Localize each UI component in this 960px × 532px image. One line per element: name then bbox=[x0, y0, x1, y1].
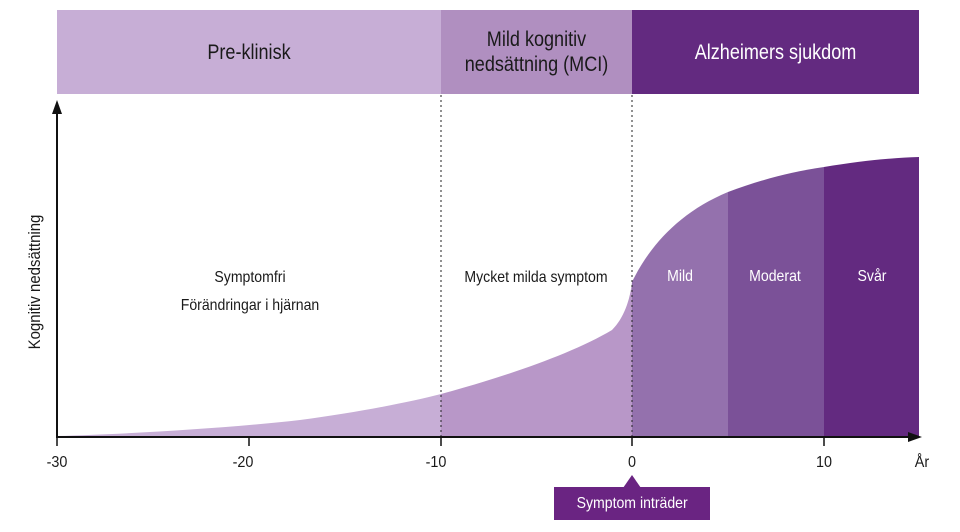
x-tick-label: -30 bbox=[46, 454, 68, 471]
x-tick-label: 10 bbox=[815, 454, 833, 471]
curve-fill-moderate bbox=[728, 167, 824, 436]
stage-label-severe: Svår bbox=[857, 268, 887, 285]
symptom-onset-marker: Symptom inträder bbox=[554, 487, 710, 520]
phase-bar-mci bbox=[441, 10, 632, 94]
marker-pointer-icon bbox=[623, 475, 641, 488]
phase-label-mci-line1: Mild kognitiv bbox=[486, 28, 587, 51]
curve-fill-severe bbox=[824, 157, 919, 436]
symptom-onset-label: Symptom inträder bbox=[576, 494, 688, 512]
phase-label-mci-line2: nedsättning (MCI) bbox=[464, 53, 609, 76]
region-label-preclinical-line2: Förändringar i hjärnan bbox=[180, 297, 320, 314]
phase-label-mci: Mild kognitiv nedsättning (MCI) bbox=[454, 10, 618, 94]
x-axis-arrow-icon bbox=[908, 432, 922, 442]
x-tick-label: -20 bbox=[232, 454, 254, 471]
phase-bar-alzheimers bbox=[632, 10, 919, 94]
phase-label-preclinical: Pre-klinisk bbox=[207, 40, 291, 64]
stage-label-moderate: Moderat bbox=[749, 268, 801, 285]
region-label-preclinical-line1: Symptomfri bbox=[214, 269, 286, 286]
x-tick-label: -10 bbox=[425, 454, 447, 471]
curve-fill-mci bbox=[441, 282, 632, 436]
curve-fill-mild bbox=[632, 192, 728, 436]
phase-bar-preclinical bbox=[57, 10, 441, 94]
region-label-preclinical: Symptomfri Förändringar i hjärnan bbox=[144, 264, 355, 320]
phase-label-alzheimers: Alzheimers sjukdom bbox=[694, 40, 857, 64]
y-axis-label: Kognitiv nedsättning bbox=[25, 214, 44, 350]
x-tick-label: 0 bbox=[627, 454, 637, 471]
x-axis-unit-label: År bbox=[914, 454, 930, 471]
curve-fill-preclinical bbox=[57, 394, 441, 436]
stage-label-mild: Mild bbox=[667, 268, 693, 285]
y-axis-arrow-icon bbox=[52, 100, 62, 114]
region-label-mci: Mycket milda symptom bbox=[464, 269, 608, 286]
